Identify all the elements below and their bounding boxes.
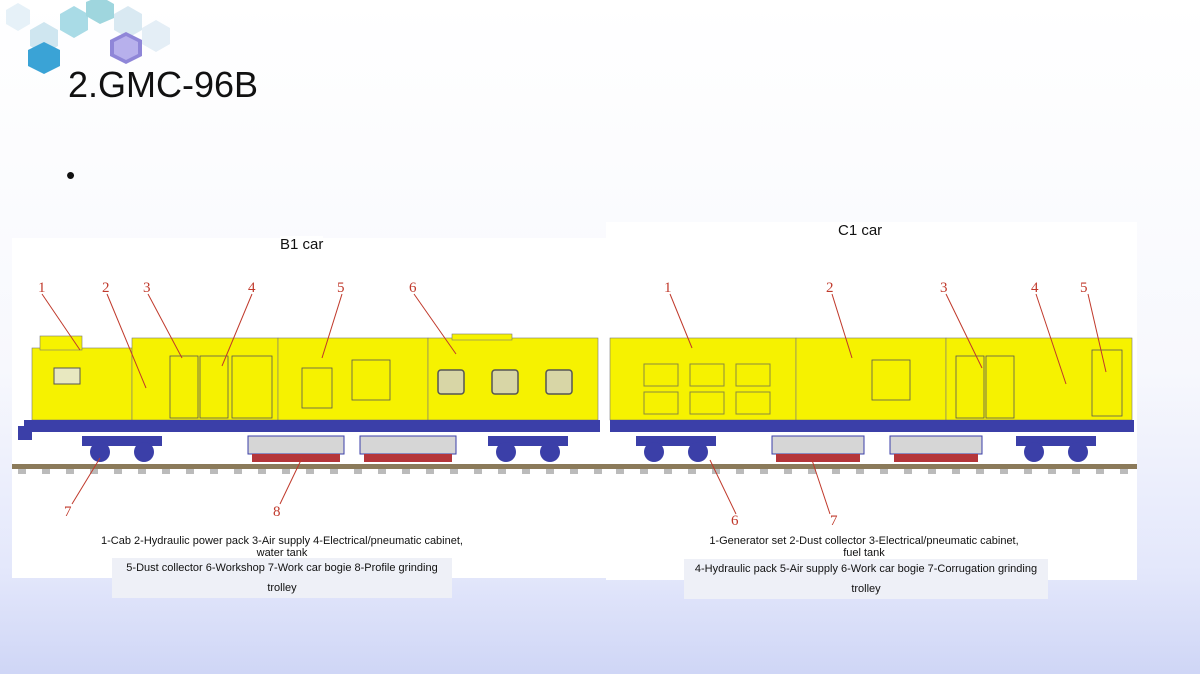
c1-callout-6: 6 — [731, 513, 739, 529]
c1-car-title: C1 car — [838, 222, 883, 239]
b1-caption-line1: 1-Cab 2-Hydraulic power pack 3-Air suppl… — [101, 535, 463, 547]
b1-callout-4: 4 — [248, 280, 256, 296]
c1-caption-line1: 1-Generator set 2-Dust collector 3-Elect… — [709, 535, 1019, 547]
c1-caption-line3: 4-Hydraulic pack 5-Air supply 6-Work car… — [684, 559, 1048, 599]
b1-callout-8: 8 — [273, 504, 281, 520]
slide-title: 2.GMC-96B — [68, 64, 259, 105]
b1-caption-line2: water tank — [256, 547, 308, 559]
c1-car-drawing: 1 2 3 4 5 6 7 — [606, 280, 1137, 529]
hexagon-decoration — [6, 0, 170, 74]
c1-callout-1: 1 — [664, 280, 672, 296]
c1-callout-2: 2 — [826, 280, 834, 296]
c1-callout-4: 4 — [1031, 280, 1039, 296]
b1-car-diagram: 1 2 3 4 5 6 7 8 B1 car 1-Cab 2-Hydraulic… — [12, 236, 608, 598]
b1-callout-7: 7 — [64, 504, 72, 520]
b1-callout-5: 5 — [337, 280, 345, 296]
b1-callout-2: 2 — [102, 280, 110, 296]
b1-car-title: B1 car — [280, 236, 324, 253]
b1-caption-line3: 5-Dust collector 6-Workshop 7-Work car b… — [112, 558, 452, 598]
b1-callout-1: 1 — [38, 280, 46, 296]
c1-car-diagram: 1 2 3 4 5 6 7 C1 car 1-Generator set 2-D… — [606, 222, 1137, 599]
b1-car-drawing: 1 2 3 4 5 6 7 8 — [12, 280, 608, 520]
c1-callout-7: 7 — [830, 513, 838, 529]
c1-callout-5: 5 — [1080, 280, 1088, 296]
b1-callout-3: 3 — [143, 280, 151, 296]
c1-caption-line2: fuel tank — [843, 547, 885, 559]
b1-callout-6: 6 — [409, 280, 417, 296]
c1-callout-3: 3 — [940, 280, 948, 296]
bullet-point: • — [66, 160, 76, 190]
